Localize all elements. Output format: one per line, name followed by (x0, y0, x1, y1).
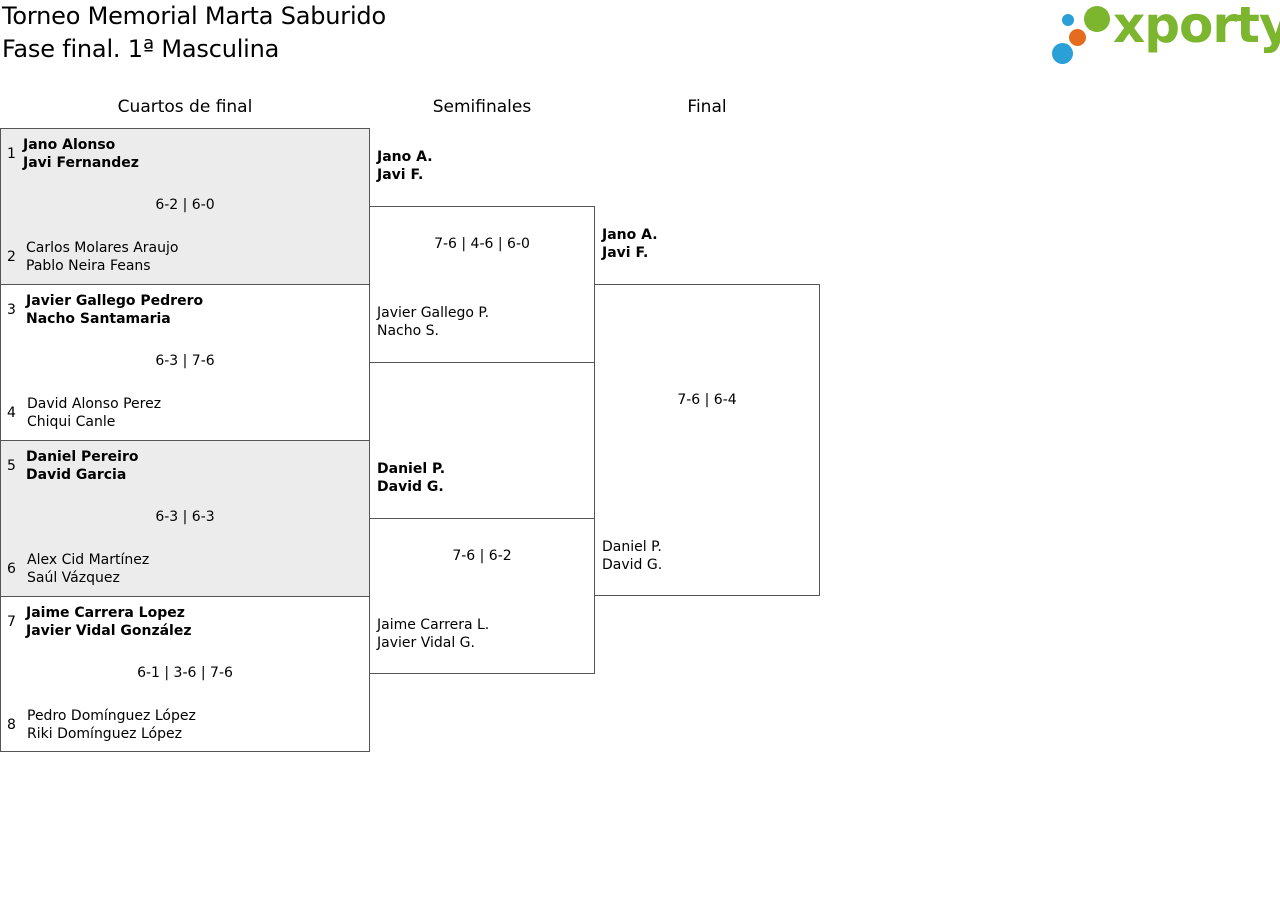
player-name: Pedro Domínguez López (27, 708, 196, 724)
logo-wordmark: xporty (1113, 0, 1280, 54)
player-name: Nacho Santamaria (26, 311, 171, 327)
seed-number: 5 (7, 458, 16, 474)
player-name: Saúl Vázquez (27, 570, 120, 586)
round-header-final: Final (687, 97, 727, 117)
player-name: Daniel Pereiro (26, 449, 139, 465)
match-score: 6-3 | 7-6 (155, 353, 215, 369)
match-score: 6-1 | 3-6 | 7-6 (137, 665, 233, 681)
team-winner: Javier Gallego Pedrero Nacho Santamaria (26, 292, 203, 328)
player-name: Javi F. (377, 167, 424, 183)
quarterfinal-match-4 (0, 596, 370, 752)
player-name: Daniel P. (377, 461, 446, 477)
player-name: Javier Gallego Pedrero (26, 293, 204, 309)
seed-number: 8 (7, 717, 16, 733)
player-name: Jano Alonso (23, 137, 116, 153)
player-name: Chiqui Canle (27, 414, 116, 430)
seed-number: 2 (7, 249, 16, 265)
logo-dot-icon (1084, 6, 1110, 32)
player-name: Jano A. (377, 149, 433, 165)
logo-dot-icon (1052, 43, 1073, 64)
match-score: 6-3 | 6-3 (155, 509, 215, 525)
seed-number: 7 (7, 614, 16, 630)
team-winner: Jaime Carrera Lopez Javier Vidal Gonzále… (26, 604, 192, 640)
player-name: Daniel P. (602, 539, 662, 555)
player-name: Javi Fernandez (23, 155, 139, 171)
player-name: Carlos Molares Araujo (26, 240, 179, 256)
team-winner: Daniel Pereiro David Garcia (26, 448, 138, 484)
semifinal-match-2 (369, 518, 595, 674)
match-score: 6-2 | 6-0 (155, 197, 215, 213)
player-name: Riki Domínguez López (27, 726, 182, 742)
team-loser: Alex Cid Martínez Saúl Vázquez (27, 551, 149, 587)
team-loser: David Alonso Perez Chiqui Canle (27, 395, 161, 431)
player-name: Javier Gallego P. (377, 305, 490, 321)
player-name: David G. (377, 479, 444, 495)
team-winner: Jano Alonso Javi Fernandez (23, 136, 139, 172)
xporty-logo: xporty (1052, 0, 1280, 66)
player-name: Alex Cid Martínez (27, 552, 150, 568)
team-winner: Daniel P. David G. (377, 460, 445, 496)
seed-number: 6 (7, 561, 16, 577)
player-name: Jano A. (602, 227, 658, 243)
quarterfinal-match-1 (0, 128, 370, 285)
match-score: 7-6 | 6-2 (452, 548, 512, 564)
logo-dot-icon (1069, 29, 1086, 46)
seed-number: 1 (7, 146, 16, 162)
team-winner: Jano A. Javi F. (602, 226, 658, 262)
player-name: Pablo Neira Feans (26, 258, 151, 274)
seed-number: 4 (7, 405, 16, 421)
final-match (594, 284, 820, 596)
tournament-title: Torneo Memorial Marta Saburido (2, 2, 386, 30)
round-header-semis: Semifinales (432, 97, 532, 117)
team-winner: Jano A. Javi F. (377, 148, 433, 184)
player-name: David G. (602, 557, 663, 573)
player-name: David Garcia (26, 467, 127, 483)
round-header-quarters: Cuartos de final (117, 97, 253, 117)
team-loser: Jaime Carrera L. Javier Vidal G. (377, 616, 489, 652)
player-name: Jaime Carrera L. (377, 617, 490, 633)
phase-subtitle: Fase final. 1ª Masculina (2, 35, 280, 63)
logo-dot-icon (1062, 14, 1074, 26)
team-loser: Daniel P. David G. (602, 538, 662, 574)
player-name: David Alonso Perez (27, 396, 162, 412)
player-name: Nacho S. (377, 323, 439, 339)
player-name: Jaime Carrera Lopez (26, 605, 185, 621)
team-loser: Javier Gallego P. Nacho S. (377, 304, 489, 340)
team-loser: Pedro Domínguez López Riki Domínguez Lóp… (27, 707, 196, 743)
player-name: Javi F. (602, 245, 649, 261)
match-score: 7-6 | 4-6 | 6-0 (434, 236, 530, 252)
seed-number: 3 (7, 302, 16, 318)
match-score: 7-6 | 6-4 (677, 392, 737, 408)
player-name: Javier Vidal González (26, 623, 192, 639)
team-loser: Carlos Molares Araujo Pablo Neira Feans (26, 239, 178, 275)
quarterfinal-match-3 (0, 440, 370, 597)
player-name: Javier Vidal G. (377, 635, 475, 651)
